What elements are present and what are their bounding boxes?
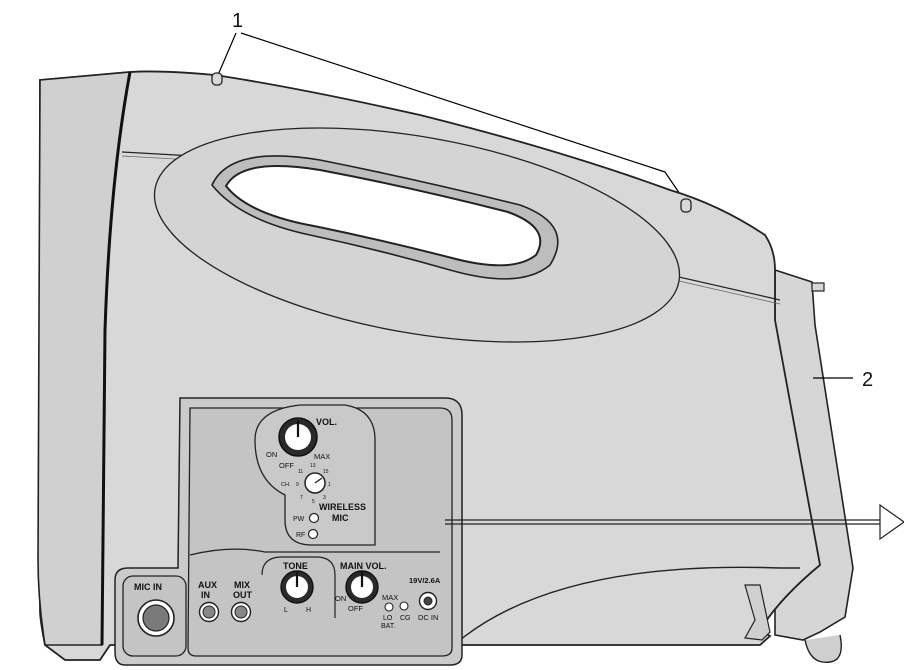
wireless-volume-knob[interactable] [278,417,318,457]
handle-opening [224,165,542,267]
vol-max-label: MAX [314,452,330,461]
vol-on-label: ON [266,450,277,459]
callout-label-1: 1 [232,10,243,32]
wireless-title: WIRELESS [319,502,366,512]
channel-13: 13 [310,463,316,469]
mix-out-label-1: MIX [234,580,250,590]
main-vol-max-label: MAX [382,593,398,602]
main-vol-on-label: ON [335,594,346,603]
mic-in-jack[interactable] [137,599,175,637]
lo-bat-led [384,602,394,612]
tone-low-label: L [284,607,288,614]
channel-15: 15 [323,469,329,475]
lo-label: LO [383,615,393,622]
aux-in-jack[interactable] [198,601,220,623]
vol-label: VOL. [316,417,337,427]
main-volume-knob[interactable] [345,570,379,604]
foot-rear [804,634,842,664]
channel-5: 5 [312,499,315,505]
mic-in-label: MIC IN [134,582,162,592]
wireless-title-mic: MIC [332,513,349,523]
rf-label: RF [296,532,305,539]
aux-in-label-1: AUX [198,580,217,590]
channel-selector[interactable] [304,472,326,494]
tone-label: TONE [283,561,308,571]
bat-label: BAT. [381,623,395,630]
main-vol-label: MAIN VOL. [340,561,387,571]
power-rating-label: 19V/2.6A [409,576,441,585]
mix-out-jack[interactable] [230,601,252,623]
dc-in-jack[interactable] [418,591,438,611]
mix-out-label-2: OUT [233,590,253,600]
channel-7: 7 [300,495,303,501]
pw-led [308,512,320,524]
aux-in-label-2: IN [201,590,210,600]
callout-label-2: 2 [862,369,873,391]
rf-led [307,528,319,540]
cg-led [399,601,409,611]
tone-knob[interactable] [280,570,314,604]
main-vol-off-label: OFF [348,604,363,613]
dc-in-label: DC IN [418,613,438,622]
channel-3: 3 [323,495,326,501]
tone-high-label: H [306,607,311,614]
control-panel-arrow [445,503,904,541]
pw-label: PW [293,516,305,523]
top-stud-rear [680,198,692,213]
cg-label: CG [400,615,411,622]
channel-1: 1 [328,482,331,488]
lower-sweep [459,566,800,641]
callout-2: 2 [813,369,873,391]
channel-9: 9 [296,482,299,488]
top-stud-front [211,72,223,86]
vol-off-label: OFF [279,461,294,470]
channel-label: CH. [281,482,291,488]
channel-11: 11 [298,469,303,475]
